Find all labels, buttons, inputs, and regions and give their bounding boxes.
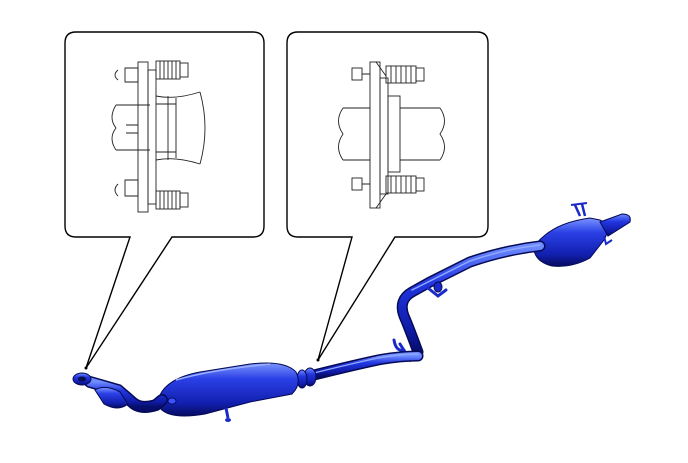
front-converter [159,362,299,422]
center-flange [296,367,317,389]
callout-bubble-center [286,31,489,361]
flange-bolt-detail-icon [338,61,445,209]
callout-front-flange [64,31,265,369]
flange-bolt-detail-icon [111,60,206,213]
leader-tip-center [316,358,320,362]
leader-tip-front [84,366,88,370]
callout-center-flange [286,31,489,361]
front-pipe [72,372,168,413]
exhaust-assembly [72,202,631,422]
rear-muffler [533,202,631,267]
callout-bubble-front [64,31,265,369]
center-pipe [304,350,424,382]
center-pipe-rear [392,240,546,363]
